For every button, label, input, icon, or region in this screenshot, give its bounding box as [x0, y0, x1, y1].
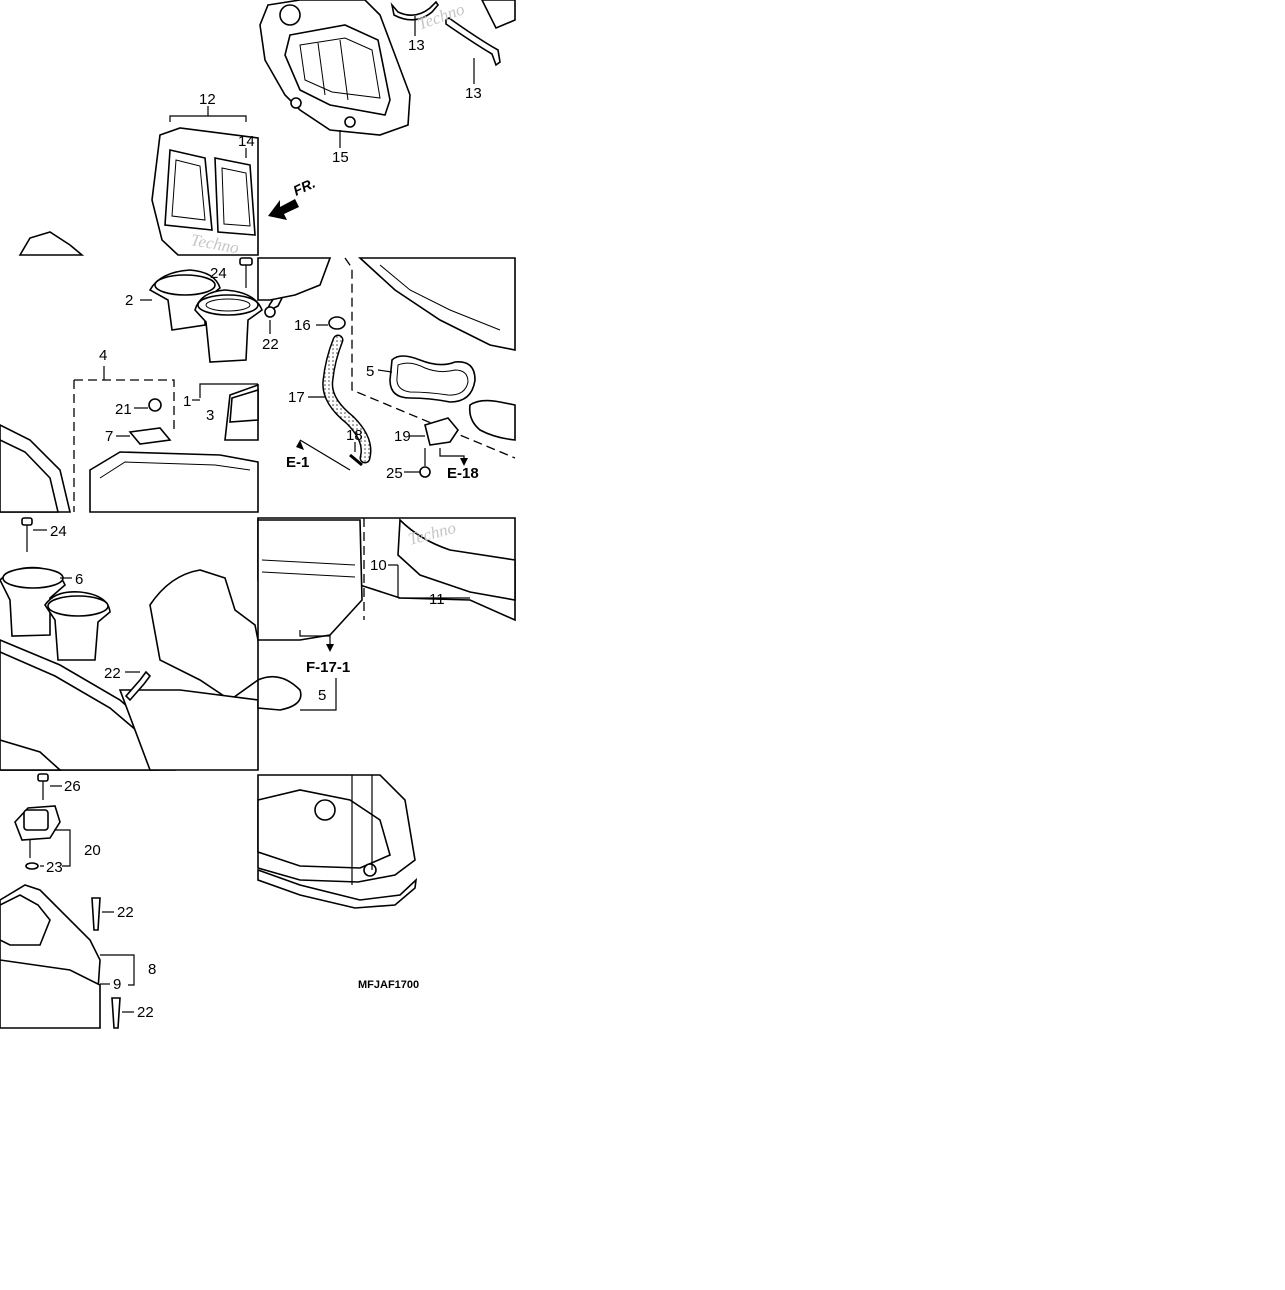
label-part-24-a: 24	[210, 265, 227, 282]
label-part-2: 2	[125, 292, 133, 309]
label-part-22-c: 22	[117, 904, 134, 921]
gasket-5-lower	[257, 675, 302, 711]
label-part-19: 19	[394, 428, 411, 445]
label-part-3: 3	[206, 407, 214, 424]
label-part-8: 8	[148, 961, 156, 978]
label-part-18: 18	[346, 427, 363, 444]
gasket-5	[389, 355, 476, 403]
label-part-7: 7	[105, 428, 113, 445]
label-part-1: 1	[183, 393, 191, 410]
reference-labels: E-1 E-18 F-17-1 FR. MFJAF1700	[286, 175, 479, 991]
band-13-b	[445, 17, 501, 67]
ref-f-17-1: F-17-1	[306, 659, 350, 676]
label-part-24-b: 24	[50, 523, 67, 540]
label-part-17: 17	[288, 389, 305, 406]
label-part-5-upper: 5	[366, 363, 374, 380]
label-part-23: 23	[46, 859, 63, 876]
label-part-11: 11	[429, 591, 445, 608]
tile-intake-duct	[259, 0, 516, 220]
tile-inlet-rubber	[18, 106, 259, 256]
label-part-14: 14	[238, 133, 255, 150]
clip-16	[328, 316, 346, 330]
front-marker-label: FR.	[291, 175, 318, 199]
tile-cleaner-cover	[0, 517, 259, 771]
label-part-21: 21	[115, 401, 132, 418]
label-part-22-b: 22	[104, 665, 121, 682]
label-part-4: 4	[99, 347, 107, 364]
band-13-a	[390, 0, 440, 21]
label-part-15: 15	[332, 149, 349, 166]
label-part-20: 20	[84, 842, 101, 859]
label-part-9: 9	[113, 976, 121, 993]
label-part-26: 26	[64, 778, 81, 795]
label-part-12: 12	[199, 91, 216, 108]
part-labels: 1 2 3 4 5 5 6 7 8 9 10 11 12 13 13 14 15…	[46, 37, 482, 1021]
front-arrow-icon	[268, 199, 299, 220]
duct-opening	[284, 24, 391, 116]
ref-e-18: E-18	[447, 465, 479, 482]
tile-cover-bottom	[257, 774, 418, 909]
label-part-10: 10	[370, 557, 387, 574]
tile-cover-gasket	[257, 517, 516, 711]
ref-e-1: E-1	[286, 454, 309, 471]
tile-breather	[257, 257, 516, 478]
label-part-13-a: 13	[408, 37, 425, 54]
air-cleaner-case	[89, 451, 259, 513]
diagram-code: MFJAF1700	[358, 979, 419, 991]
tile-funnels	[0, 257, 292, 513]
label-part-6: 6	[75, 571, 83, 588]
label-part-5-lower: 5	[318, 687, 326, 704]
sensor-19	[424, 417, 459, 446]
label-part-22-a: 22	[262, 336, 279, 353]
label-part-13-b: 13	[465, 85, 482, 102]
tile-sensor-cover	[0, 773, 135, 1029]
label-part-25: 25	[386, 465, 403, 482]
label-part-16: 16	[294, 317, 311, 334]
label-part-22-d: 22	[137, 1004, 154, 1021]
